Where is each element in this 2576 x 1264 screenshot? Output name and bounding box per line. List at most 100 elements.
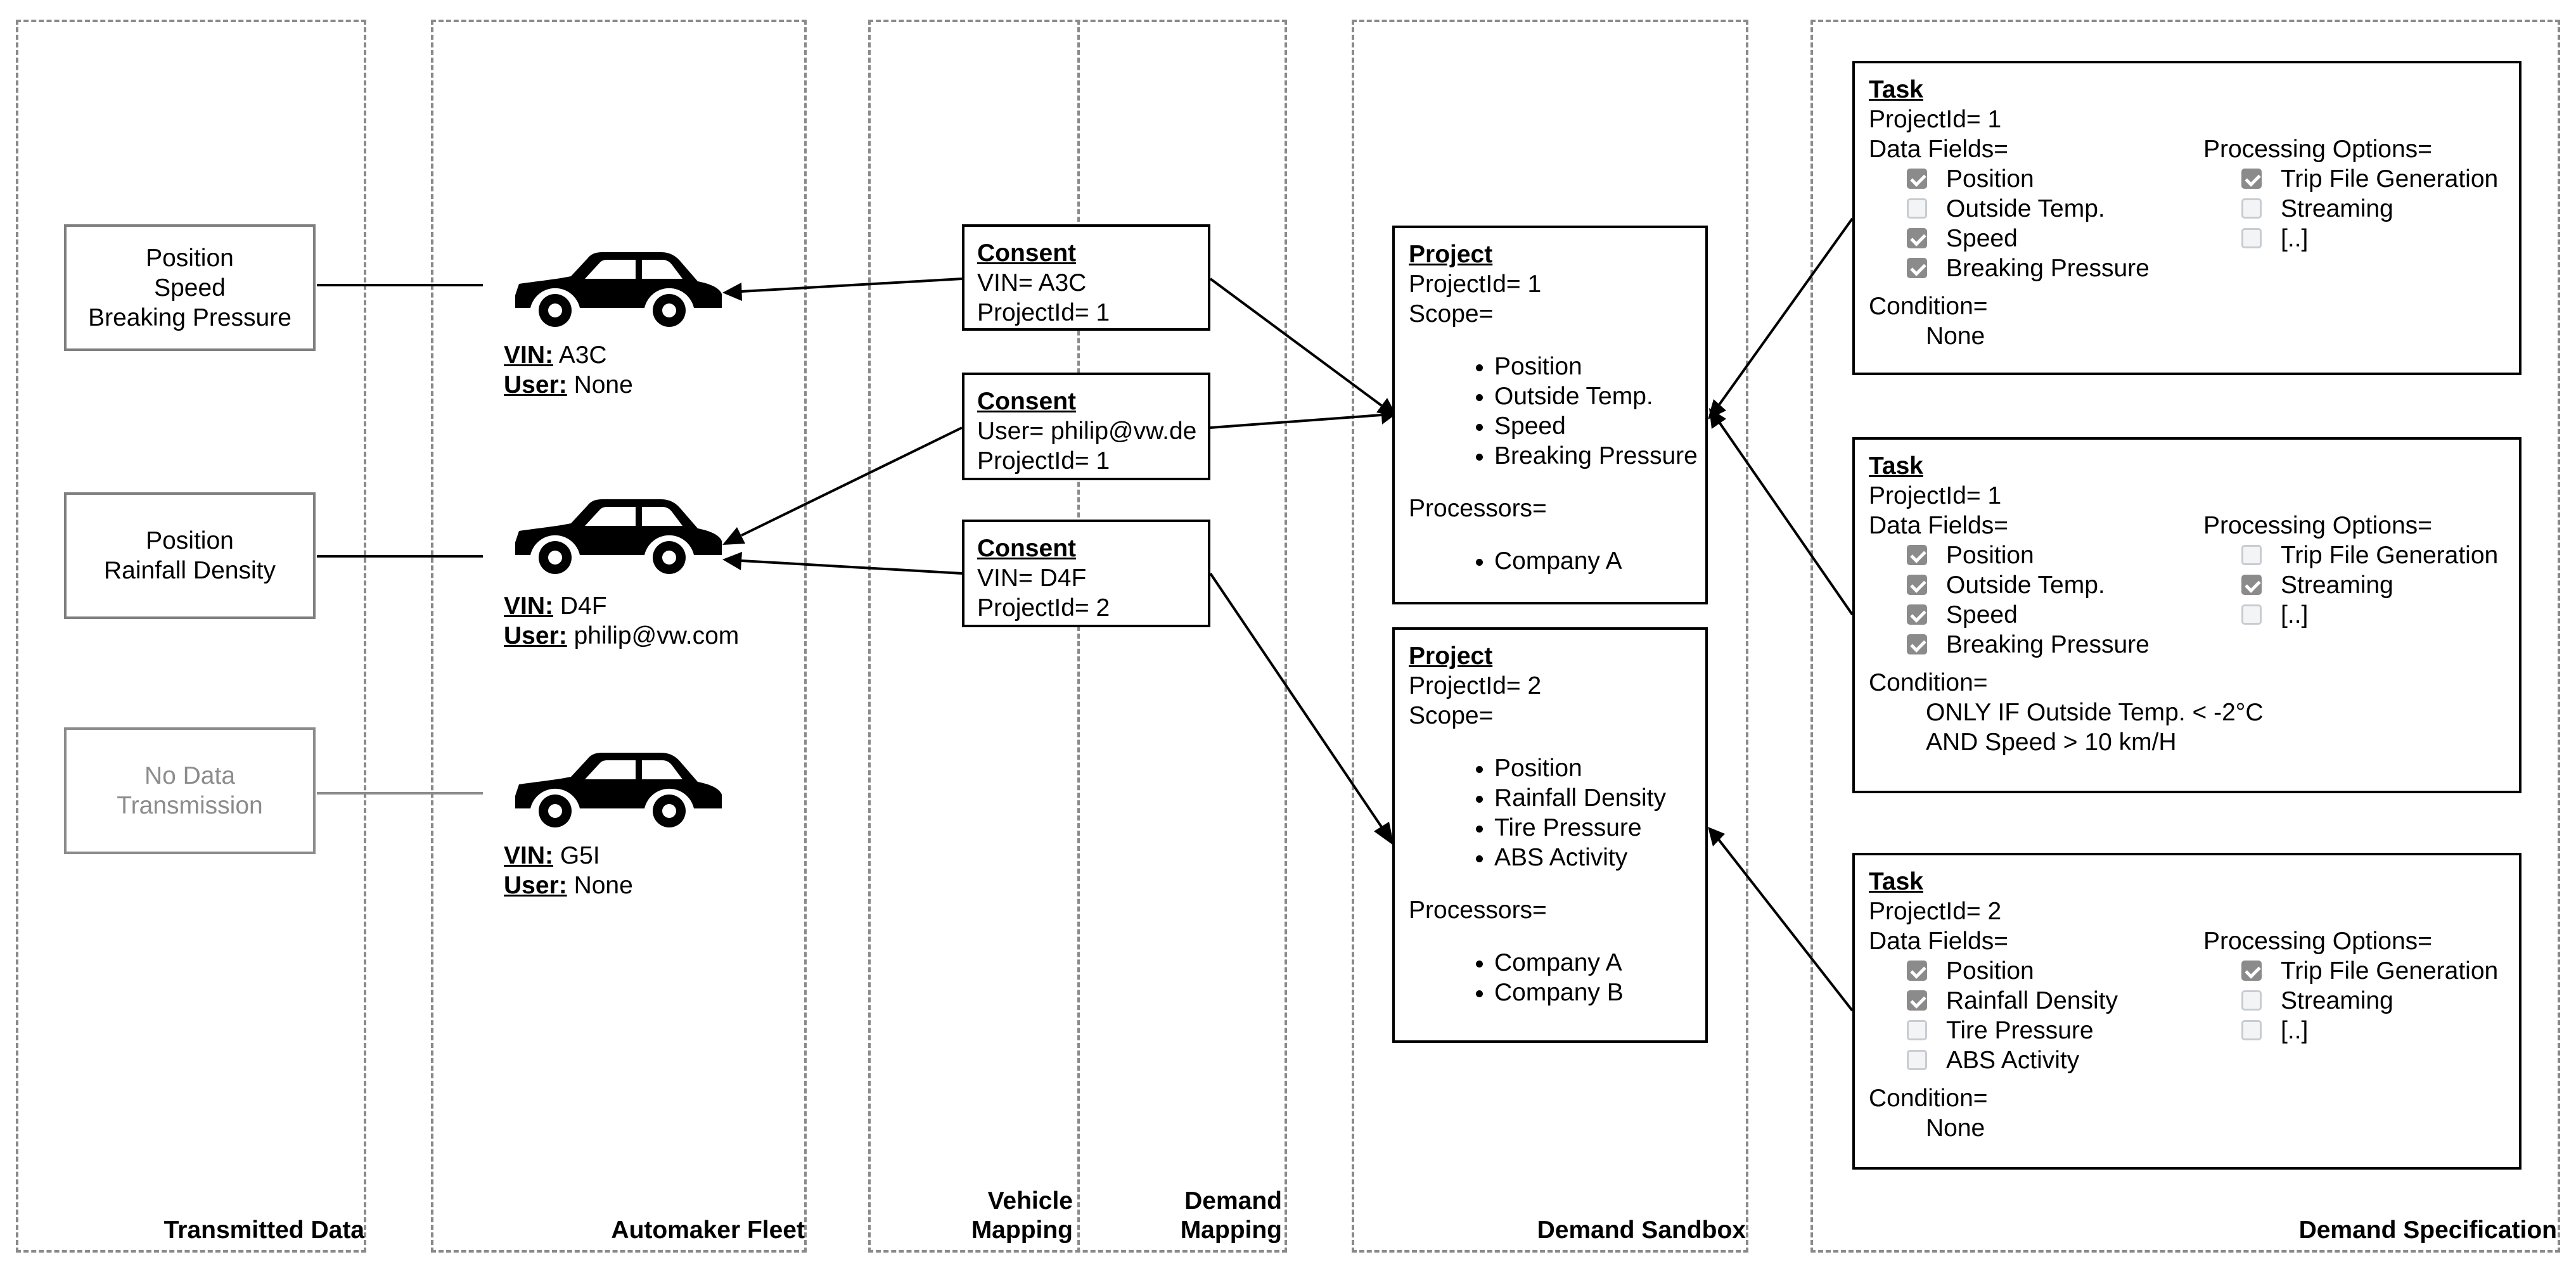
checkbox-unchecked-icon: [2241, 228, 2262, 248]
condition-label: Condition=: [1869, 1085, 1988, 1112]
data-field-text: No Data: [144, 762, 236, 789]
project-card: Project ProjectId= 2 Scope= Position Rai…: [1392, 627, 1708, 1043]
checkbox-unchecked-icon: [2241, 604, 2262, 625]
lane-title-vehicle-mapping: Vehicle Mapping: [971, 1187, 1073, 1245]
processing-options-label: Processing Options=: [2203, 512, 2432, 539]
task-columns: Data Fields= Position Rainfall Density T…: [1869, 926, 2505, 1076]
scope-item: ABS Activity: [1494, 843, 1691, 872]
arrow-task1-project1: [1717, 217, 1854, 407]
scope-item: Position: [1494, 352, 1691, 381]
data-field-checkbox[interactable]: Outside Temp.: [1907, 570, 2150, 600]
project-id: ProjectId= 2: [1409, 672, 1542, 699]
data-fields-list: Position Outside Temp. Speed Breaking Pr…: [1869, 164, 2150, 283]
scope-list: Position Rainfall Density Tire Pressure …: [1409, 753, 1691, 872]
spacer: [1409, 872, 1691, 895]
option-checkbox[interactable]: Streaming: [2241, 194, 2498, 224]
spacer: [1409, 523, 1691, 546]
scope-item: Breaking Pressure: [1494, 441, 1698, 471]
data-field-checkbox[interactable]: Speed: [1907, 224, 2150, 253]
arrow-consent3-car2: [741, 559, 963, 575]
data-field-checkbox[interactable]: Breaking Pressure: [1907, 630, 2150, 660]
scope-list: Position Outside Temp. Speed Breaking Pr…: [1409, 352, 1698, 471]
processing-options-list: Trip File Generation Streaming [..]: [2203, 540, 2498, 630]
lane-demand-sandbox: [1352, 20, 1748, 1253]
data-field-checkbox[interactable]: Outside Temp.: [1907, 194, 2150, 224]
arrow-consent2-project1: [1210, 414, 1382, 429]
data-field-checkbox[interactable]: Speed: [1907, 600, 2150, 630]
condition-text: ONLY IF Outside Temp. < -2°C: [1926, 699, 2264, 726]
data-fields-label: Data Fields=: [1869, 512, 2009, 539]
arrow-consent3-project2: [1209, 572, 1383, 828]
mapping-divider: [1077, 20, 1080, 1253]
transmitted-lines: Position Speed Breaking Pressure: [88, 243, 292, 333]
checkbox-label: [..]: [2281, 225, 2309, 252]
vehicle-label: VIN: A3C User: None: [504, 340, 633, 400]
checkbox-unchecked-icon: [2241, 545, 2262, 565]
consent-line: VIN= A3C: [977, 269, 1087, 297]
data-field-checkbox[interactable]: Breaking Pressure: [1907, 253, 2150, 283]
arrow-task2-project1: [1717, 420, 1854, 616]
vin-key: VIN:: [504, 842, 553, 869]
task-title: Task: [1869, 452, 1923, 480]
vin-value: D4F: [560, 592, 607, 620]
checkbox-unchecked-icon: [2241, 198, 2262, 219]
processing-options-column: Processing Options= Trip File Generation…: [2203, 926, 2498, 1045]
option-checkbox[interactable]: Trip File Generation: [2241, 164, 2498, 194]
checkbox-label: [..]: [2281, 1017, 2309, 1044]
data-field-checkbox[interactable]: ABS Activity: [1907, 1045, 2118, 1075]
user-key: User:: [504, 371, 567, 399]
user-value: None: [574, 371, 633, 399]
lane-demand-specification: [1810, 20, 2560, 1253]
vin-key: VIN:: [504, 342, 553, 369]
data-fields-list: Position Outside Temp. Speed Breaking Pr…: [1869, 540, 2150, 660]
processor-list: Company A Company B: [1409, 948, 1691, 1007]
arrowhead: [722, 552, 742, 570]
data-field-text: Breaking Pressure: [88, 303, 292, 331]
option-checkbox[interactable]: Trip File Generation: [2241, 956, 2498, 986]
lane-title-line: Vehicle: [987, 1187, 1073, 1215]
arrowhead: [1708, 827, 1725, 846]
consent-card: Consent VIN= D4F ProjectId= 2: [962, 520, 1210, 627]
data-field-text: Speed: [154, 274, 226, 302]
arrowhead: [1381, 406, 1397, 425]
checkbox-checked-icon: [1907, 228, 1927, 248]
spacer: [1869, 660, 2505, 668]
option-checkbox[interactable]: [..]: [2241, 1016, 2498, 1045]
option-checkbox[interactable]: [..]: [2241, 224, 2498, 253]
vin-row: VIN: G5I: [504, 841, 633, 871]
consent-card: Consent VIN= A3C ProjectId= 1: [962, 224, 1210, 331]
option-checkbox[interactable]: [..]: [2241, 600, 2498, 630]
data-fields-label: Data Fields=: [1869, 136, 2009, 163]
option-checkbox[interactable]: Streaming: [2241, 570, 2498, 600]
transmitted-lines: Position Rainfall Density: [104, 526, 276, 585]
condition-text: AND Speed > 10 km/H: [1926, 729, 2177, 756]
scope-item: Tire Pressure: [1494, 813, 1691, 843]
data-field-checkbox[interactable]: Tire Pressure: [1907, 1016, 2118, 1045]
processors-label: Processors=: [1409, 897, 1547, 924]
checkbox-label: Position: [1946, 542, 2034, 569]
data-field-text: Position: [146, 244, 234, 272]
user-key: User:: [504, 622, 567, 649]
lane-title-transmitted-data: Transmitted Data: [163, 1216, 364, 1244]
user-value: None: [574, 872, 633, 899]
scope-item: Rainfall Density: [1494, 783, 1691, 813]
data-field-checkbox[interactable]: Position: [1907, 164, 2150, 194]
data-field-checkbox[interactable]: Position: [1907, 956, 2118, 986]
arrow-task3-project2: [1717, 838, 1854, 1012]
checkbox-checked-icon: [1907, 258, 1927, 278]
data-field-text: Rainfall Density: [104, 557, 276, 584]
option-checkbox[interactable]: Trip File Generation: [2241, 540, 2498, 570]
processing-options-label: Processing Options=: [2203, 928, 2432, 955]
scope-label: Scope=: [1409, 300, 1494, 328]
scope-label: Scope=: [1409, 702, 1494, 729]
checkbox-label: Outside Temp.: [1946, 571, 2105, 599]
user-row: User: None: [504, 370, 633, 400]
checkbox-checked-icon: [1907, 169, 1927, 189]
data-field-checkbox[interactable]: Rainfall Density: [1907, 986, 2118, 1016]
data-field-checkbox[interactable]: Position: [1907, 540, 2150, 570]
checkbox-checked-icon: [1907, 990, 1927, 1011]
option-checkbox[interactable]: Streaming: [2241, 986, 2498, 1016]
checkbox-checked-icon: [1907, 634, 1927, 654]
checkbox-label: ABS Activity: [1946, 1047, 2080, 1074]
